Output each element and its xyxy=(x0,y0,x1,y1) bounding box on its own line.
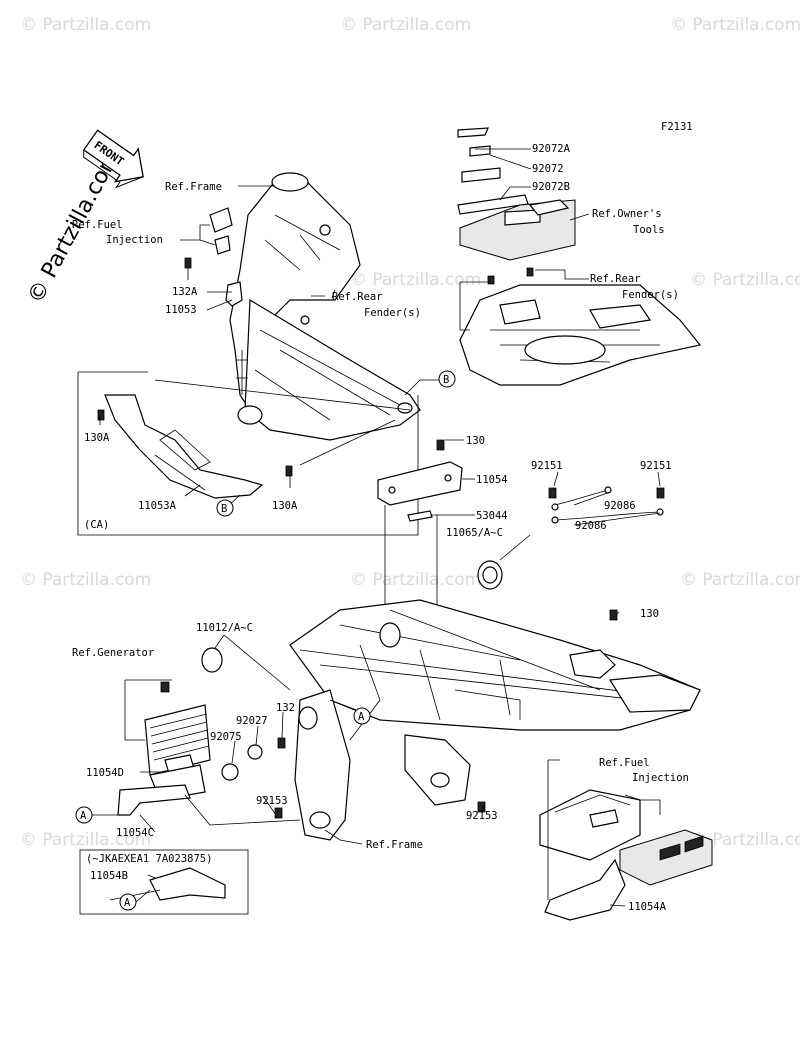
watermark: © Partzilla.com xyxy=(690,270,800,290)
label-132: 132 xyxy=(276,702,295,714)
label-92072: 92072 xyxy=(532,163,564,175)
label-92072b: 92072B xyxy=(532,181,570,193)
watermark: © Partzilla.com xyxy=(20,15,151,35)
label-ref-fuel-injection-top-2: Injection xyxy=(106,234,163,246)
watermark: © Partzilla.com xyxy=(20,830,151,850)
label-11054c: 11054C xyxy=(116,827,154,839)
label-92153-left: 92153 xyxy=(256,795,288,807)
label-92072a: 92072A xyxy=(532,143,571,155)
callout-a-1: A xyxy=(353,707,371,725)
ecu-drawing xyxy=(539,759,713,921)
label-ref-fuel-injection-top: Ref.Fuel xyxy=(72,219,123,231)
watermark: © Partzilla.com xyxy=(350,270,481,290)
label-92153-right: 92153 xyxy=(466,810,498,822)
label-ref-rear-fender-left-2: Fender(s) xyxy=(364,307,421,319)
figure-code: F2131 xyxy=(661,121,693,133)
mid-parts-drawing xyxy=(377,439,665,625)
label-92075: 92075 xyxy=(210,731,242,743)
label-11054a: 11054A xyxy=(628,901,667,913)
label-11054b: 11054B xyxy=(90,870,128,882)
label-ref-generator: Ref.Generator xyxy=(72,647,154,659)
label-11053: 11053 xyxy=(165,304,197,316)
svg-text:A: A xyxy=(124,897,131,909)
regulator-drawing xyxy=(117,647,486,826)
label-ref-rear-fender-left: Ref.Rear xyxy=(332,291,383,303)
watermark: © Partzilla.com xyxy=(690,830,800,850)
watermark-layer: © Partzilla.com © Partzilla.com © Partzi… xyxy=(20,15,800,850)
watermark: © Partzilla.com xyxy=(680,570,800,590)
label-92086-bottom: 92086 xyxy=(575,520,607,532)
watermark: © Partzilla.com xyxy=(340,15,471,35)
label-ca: (CA) xyxy=(84,519,109,531)
label-92086-top: 92086 xyxy=(604,500,636,512)
label-132a: 132A xyxy=(172,286,198,298)
watermark: © Partzilla.com xyxy=(350,570,481,590)
label-92027: 92027 xyxy=(236,715,268,727)
leader-lines xyxy=(90,148,661,907)
watermark: © Partzilla.com xyxy=(670,15,800,35)
label-ref-rear-fender-right: Ref.Rear xyxy=(590,273,641,285)
svg-text:B: B xyxy=(443,374,449,386)
label-ref-frame-bottom: Ref.Frame xyxy=(366,839,423,851)
watermark: © Partzilla.com xyxy=(20,570,151,590)
label-ref-fuel-injection-bottom: Ref.Fuel xyxy=(599,757,650,769)
label-11053a: 11053A xyxy=(138,500,177,512)
label-ref-frame-top: Ref.Frame xyxy=(165,181,222,193)
label-130-top: 130 xyxy=(466,435,485,447)
label-92151-right: 92151 xyxy=(640,460,672,472)
label-11054d: 11054D xyxy=(86,767,124,779)
label-11065: 11065/A~C xyxy=(446,527,503,539)
label-11012: 11012/A~C xyxy=(196,622,253,634)
label-130-right: 130 xyxy=(640,608,659,620)
label-ref-rear-fender-right-2: Fender(s) xyxy=(622,289,679,301)
tool-kit-drawing xyxy=(457,127,576,261)
callout-b-2: B xyxy=(216,499,234,517)
label-11054: 11054 xyxy=(476,474,508,486)
callout-a-3: A xyxy=(119,893,137,911)
rear-fender-drawing xyxy=(459,267,702,386)
serial-note-box xyxy=(79,849,249,915)
label-92151-left: 92151 xyxy=(531,460,563,472)
label-ref-owners-tools: Ref.Owner's xyxy=(592,208,662,220)
label-ref-owners-tools-2: Tools xyxy=(633,224,665,236)
label-ref-fuel-injection-bottom-2: Injection xyxy=(632,772,689,784)
callout-b-1: B xyxy=(438,370,456,388)
callout-a-2: A xyxy=(75,806,93,824)
lower-frame-drawing xyxy=(289,599,701,841)
label-130a-right: 130A xyxy=(272,500,298,512)
svg-text:A: A xyxy=(358,711,365,723)
label-serial-note: (~JKAEXEA1 7A023875) xyxy=(86,853,212,865)
upper-frame-drawing xyxy=(184,172,421,441)
label-130a-left: 130A xyxy=(84,432,110,444)
label-53044: 53044 xyxy=(476,510,508,522)
svg-text:B: B xyxy=(221,503,227,515)
ca-variant-box xyxy=(77,371,419,536)
part-labels: Ref.Frame Ref.Fuel Injection 132A 11053 … xyxy=(72,143,689,913)
svg-text:A: A xyxy=(80,810,87,822)
